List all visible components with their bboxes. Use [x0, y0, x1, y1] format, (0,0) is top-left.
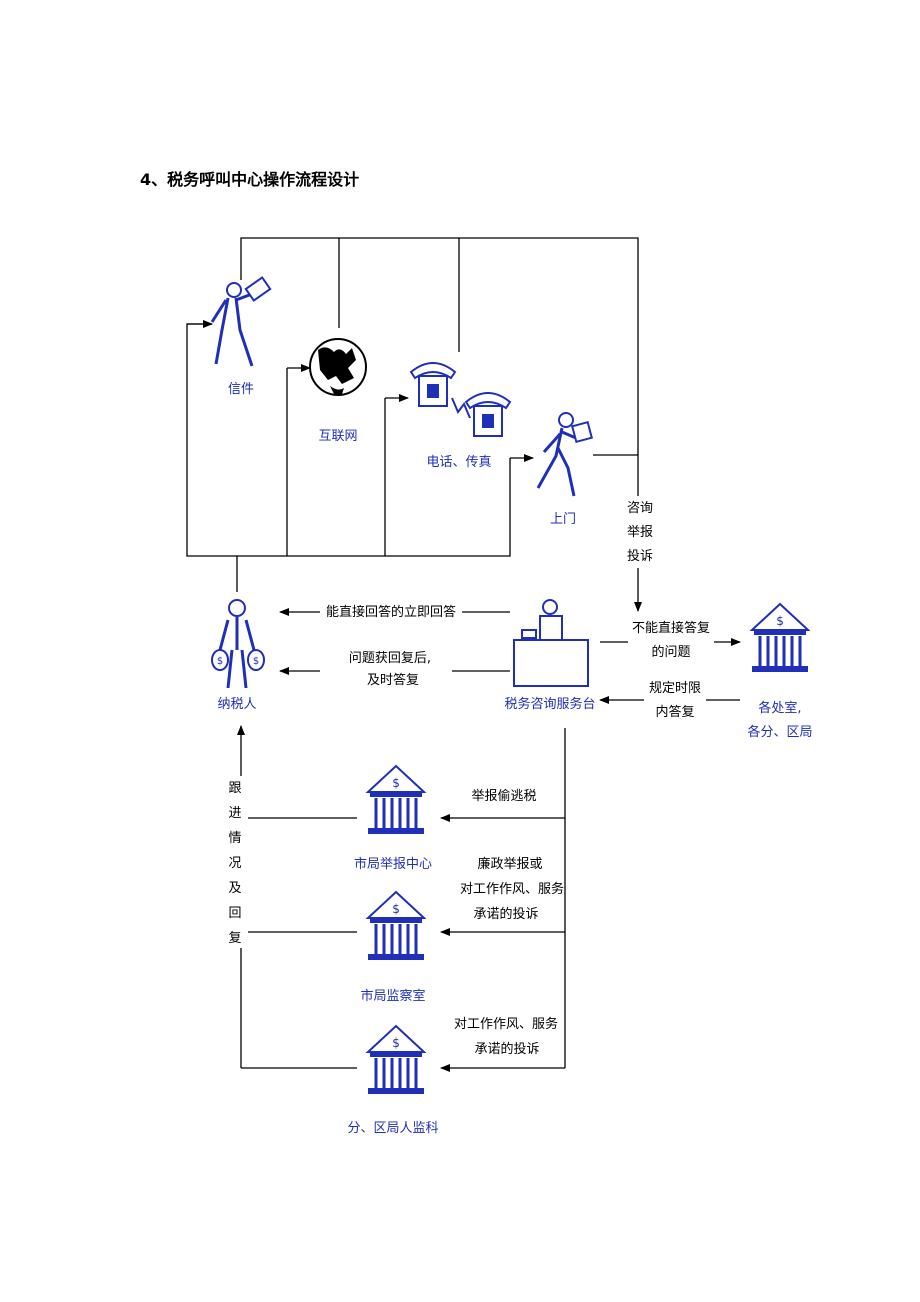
follow-up-char-4: 况 [228, 856, 241, 871]
departments-label-2: 各分、区局 [747, 724, 812, 740]
reply-later-label-1: 问题获回复后, [349, 651, 431, 666]
deadline-label-1: 规定时限 [649, 681, 701, 696]
visit-person-icon [536, 412, 594, 497]
reply-later-label-2: 及时答复 [367, 672, 419, 688]
not-direct-label-1: 不能直接答复 [632, 620, 710, 636]
reply-direct-label: 能直接回答的立即回答 [326, 604, 456, 620]
page-title: 4、税务呼叫中心操作流程设计 [140, 170, 360, 189]
complaint-label: 投诉 [627, 548, 653, 564]
report-center-label: 市局举报中心 [354, 856, 432, 872]
supervision-note-2: 对工作作风、服务 [460, 881, 564, 897]
follow-up-char-7: 复 [228, 931, 241, 946]
follow-up-char-3: 情 [228, 831, 241, 846]
report-evasion-label: 举报偷逃税 [471, 789, 536, 804]
district-note-1: 对工作作风、服务 [454, 1016, 558, 1032]
follow-up-char-6: 回 [228, 906, 241, 921]
district-supervision-label: 分、区局人监科 [347, 1121, 438, 1136]
letter-person-icon [210, 276, 272, 367]
service-desk-label: 税务咨询服务台 [504, 696, 595, 712]
consult-label: 咨询 [627, 501, 653, 516]
phone-icon [410, 362, 511, 437]
report-label: 举报 [627, 525, 653, 540]
channel-bus-lines [186, 320, 534, 592]
follow-up-char-1: 跟 [228, 781, 241, 796]
supervision-office-label: 市局监察室 [360, 988, 425, 1004]
globe-icon [309, 338, 367, 396]
departments-label-1: 各处室, [758, 700, 801, 716]
channel-phone-fax-label: 电话、传真 [426, 455, 491, 470]
taxpayer-icon: $ $ [211, 599, 265, 689]
supervision-office-bank-icon [366, 890, 426, 962]
channel-visit-label: 上门 [550, 512, 576, 527]
channel-internet-label: 互联网 [318, 429, 357, 444]
taxpayer-label: 纳税人 [217, 697, 256, 712]
supervision-note-1: 廉政举报或 [477, 856, 542, 872]
district-supervision-bank-icon [366, 1024, 426, 1096]
deadline-label-2: 内答复 [655, 704, 694, 720]
svg-text:$: $ [217, 656, 223, 667]
follow-up-char-2: 进 [228, 806, 241, 821]
service-desk-icon [513, 599, 589, 687]
district-note-2: 承诺的投诉 [474, 1041, 539, 1057]
not-direct-label-2: 的问题 [651, 644, 690, 660]
report-center-bank-icon [366, 764, 426, 836]
supervision-note-3: 承诺的投诉 [473, 906, 538, 922]
departments-bank-icon [750, 602, 810, 674]
channel-letter-label: 信件 [228, 382, 254, 397]
follow-up-char-5: 及 [228, 881, 241, 896]
svg-text:$: $ [253, 656, 259, 667]
reply-arrows [279, 608, 510, 675]
